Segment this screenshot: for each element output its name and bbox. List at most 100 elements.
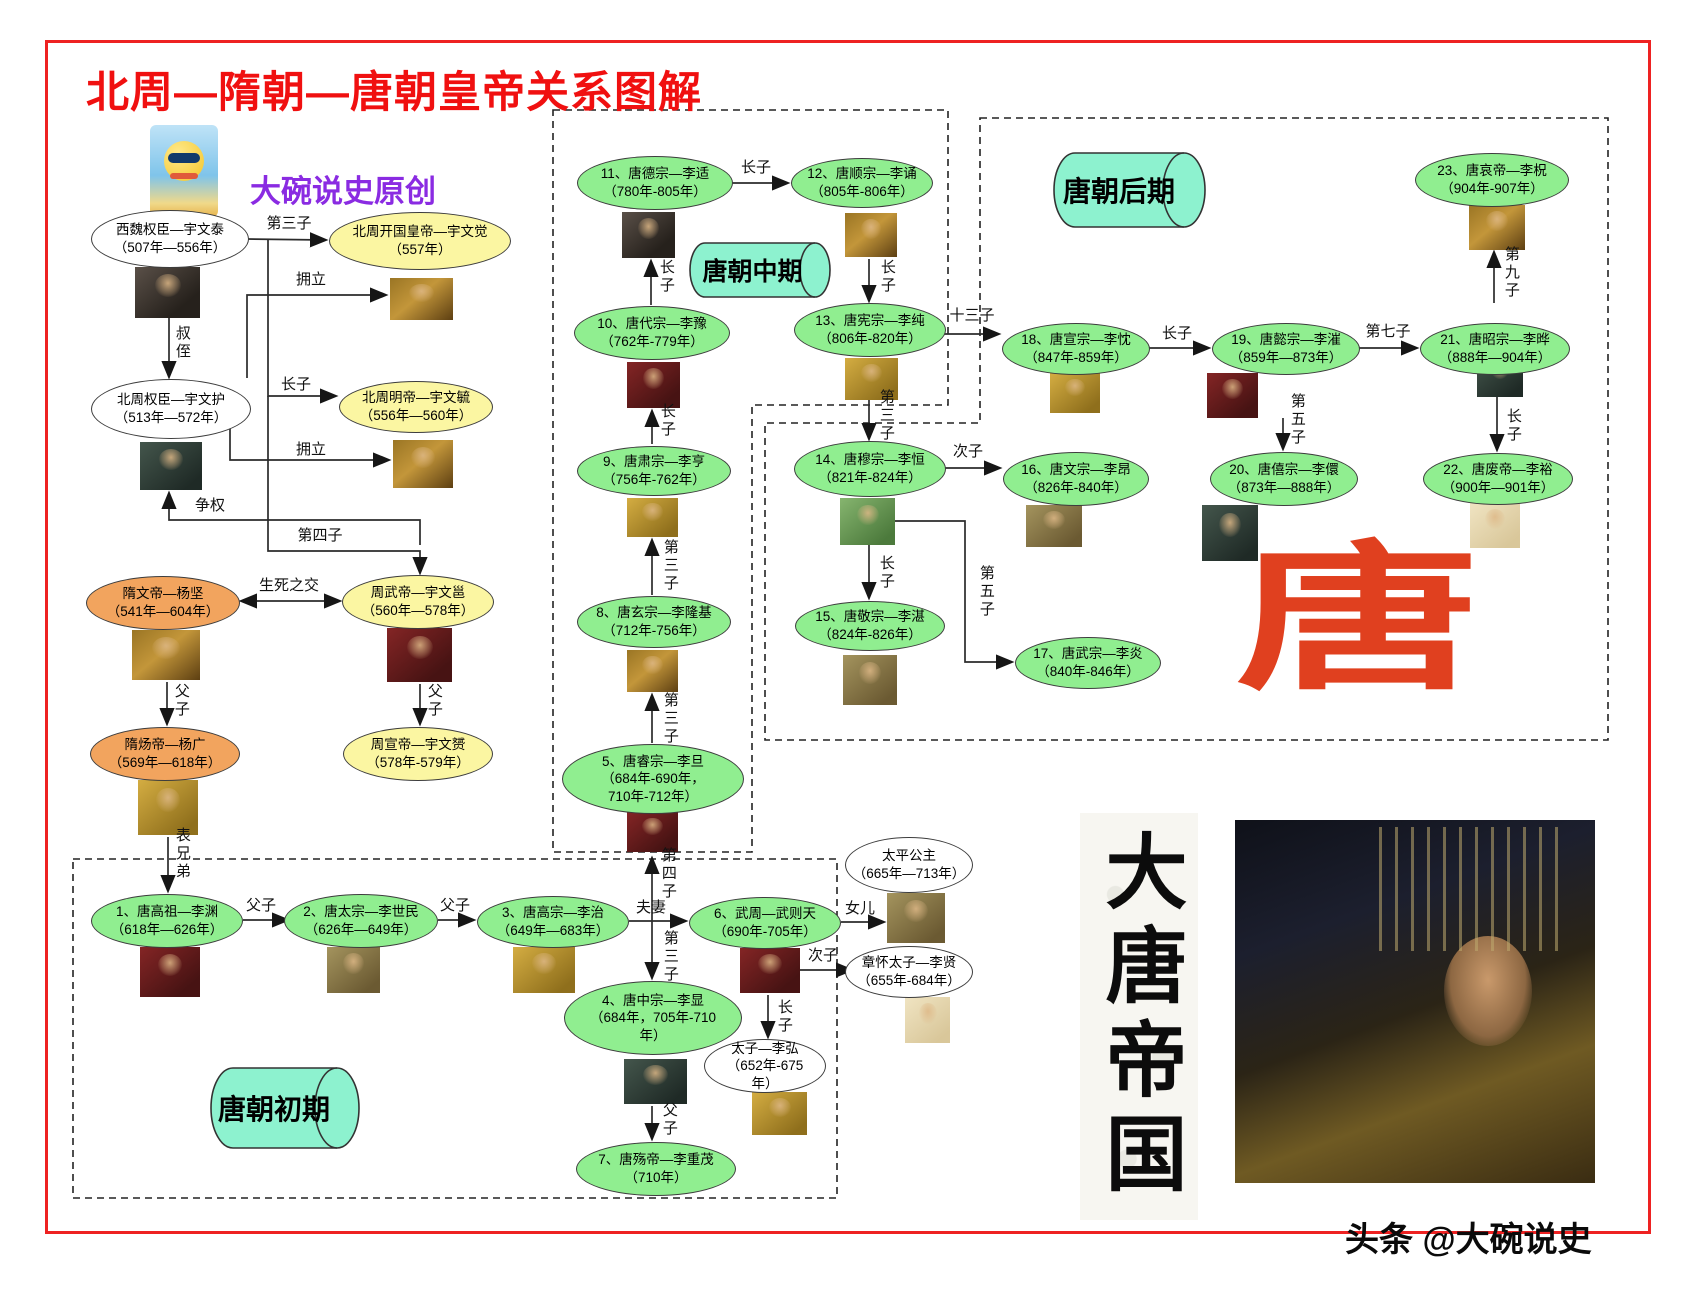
late-tang-box [764,117,1609,741]
node-tang18-line1: （847年-859年） [1024,350,1128,365]
portrait-lidan [627,812,678,852]
node-yuwenyun-line1: （578年-579年） [366,755,470,770]
portrait-yuwentai [135,267,200,318]
node-tang04-line0: 4、唐中宗—李显 [601,992,704,1008]
node-tang07: 7、唐殇帝—李重茂（710年） [576,1142,736,1196]
edge-label-33: 第五子 [1288,393,1306,447]
edge-label-8: 父子 [172,683,190,719]
page-title: 北周—隋朝—唐朝皇帝关系图解 [86,69,702,117]
portrait-wuzetian [740,948,800,993]
node-tang21-line0: 21、唐昭宗—李晔 [1440,332,1550,348]
node-tang11-line1: （780年-805年） [603,184,707,199]
node-tang23-line1: （904年-907年） [1440,181,1544,196]
edge-label-19: 父子 [660,1102,678,1138]
node-tang17-line1: （840年-846年） [1036,664,1140,679]
node-tang19-line0: 19、唐懿宗—李漼 [1231,332,1341,348]
node-tang15-line0: 15、唐敬宗—李湛 [815,609,925,625]
node-tang20-line1: （873年—888年） [1227,480,1341,495]
edge-label-20: 长子 [740,159,772,177]
cylinder-early-tang-label: 唐朝初期 [217,1094,330,1125]
node-zhanghuai: 章怀太子—李贤（655年-684年） [845,946,973,998]
node-tang04-line2: 年） [639,1027,667,1043]
node-tang13: 13、唐宪宗—李纯（806年-820年） [794,303,946,357]
portrait-liang [1026,505,1082,547]
node-tang15: 15、唐敬宗—李湛（824年-826年） [795,601,945,651]
edge-label-15: 次子 [807,947,839,965]
edge-label-24: 第三子 [661,539,679,593]
portrait-lisong [845,213,897,257]
node-tang14-line1: （821年-824年） [818,470,922,485]
node-yuwenyong-line0: 周武帝—宇文邕 [370,585,466,601]
edge-label-4: 拥立 [295,441,327,459]
portrait-liyu-feidi [1470,503,1520,548]
portrait-lichen [1050,373,1100,413]
node-yangguang-line0: 隋炀帝—杨广 [124,737,206,753]
portrait-yuwenjue [390,278,453,320]
tang-seal-glyph: 唐 [1235,527,1481,712]
node-tang06: 6、武周—武则天（690年-705年） [689,897,841,949]
node-tang22-line1: （900年—901年） [1441,480,1555,495]
node-yangguang-line1: （569年—618年） [108,755,222,770]
portrait-lilongji [627,650,678,692]
portrait-lichun [845,358,898,400]
edge-label-27: 长子 [1161,325,1193,343]
node-zhanghuai-line0: 章怀太子—李贤 [861,955,957,971]
node-yuwenyu-line0: 北周明帝—宇文毓 [362,390,470,406]
node-lihong-line2: 年） [751,1075,779,1091]
watermark-text: 头条 @大碗说史 [1345,1221,1592,1259]
node-tang08-line1: （712年-756年） [602,623,706,638]
node-tang02-line0: 2、唐太宗—李世民 [303,904,419,920]
node-tang09-line0: 9、唐肃宗—李亨 [602,454,705,470]
portrait-taiping [887,893,945,943]
node-tang04-line1: （684年，705年-710 [589,1010,717,1026]
edge-5 [267,396,428,576]
node-tang23-line0: 23、唐哀帝—李柷 [1437,163,1547,179]
edge-label-25: 第三子 [661,692,679,746]
portrait-lixuan [1202,505,1258,561]
node-tang02-line1: （626年—649年） [304,922,418,937]
edge-label-30: 次子 [952,443,984,461]
node-yangjian-line0: 隋文帝—杨坚 [122,586,204,602]
early-tang-box [72,858,838,1199]
node-tang05-line1: （684年-690年， [601,771,705,787]
edge-label-18: 第四子 [659,847,677,901]
node-yuwenyun-line0: 周宣帝—宇文赟 [370,737,466,753]
portrait-licui [1207,373,1258,418]
node-tang07-line0: 7、唐殇帝—李重茂 [598,1152,714,1168]
node-yuwenjue-line0: 北周开国皇帝—宇文觉 [352,224,488,240]
node-tang12-line0: 12、唐顺宗—李诵 [807,166,917,182]
edge-label-1: 拥立 [295,271,327,289]
node-tang14: 14、唐穆宗—李恒（821年-824年） [794,441,946,497]
node-tang01-line0: 1、唐高祖—李渊 [115,904,218,920]
node-yuwenhu: 北周权臣—宇文护（513年—572年） [91,379,251,439]
node-tang23: 23、唐哀帝—李柷 （904年-907年） [1415,153,1569,207]
node-tang06-line0: 6、武周—武则天 [713,906,816,922]
node-tang22-line0: 22、唐废帝—李裕 [1443,462,1553,478]
portrait-lizhi [513,947,575,993]
edge-label-14: 女儿 [844,900,876,918]
brand-logo-icon [150,125,218,217]
edge-6 [161,490,421,545]
node-tang08-line0: 8、唐玄宗—李隆基 [596,605,712,621]
edge-label-28: 第七子 [1365,323,1411,341]
node-tang02: 2、唐太宗—李世民 （626年—649年） [284,894,438,948]
portrait-yuwenhu [140,442,202,490]
edge-label-12: 父子 [439,897,471,915]
node-tang16: 16、唐文宗—李昂（826年-840年） [1003,452,1149,506]
red-border-frame [45,40,1651,1234]
portrait-lihong [752,1092,807,1135]
edge-label-35: 长子 [1504,408,1522,444]
node-tang03: 3、唐高宗—李治（649年—683年） [477,896,629,948]
portrait-lizhu [1469,205,1525,250]
node-tang09-line1: （756年-762年） [602,472,706,487]
emperor-photo [1235,820,1595,1183]
node-yuwenhu-line1: （513年—572年） [114,410,228,425]
node-yuwentai-line1: （507年—556年） [113,240,227,255]
node-tang22: 22、唐废帝—李裕 （900年—901年） [1423,453,1573,505]
node-taiping-line0: 太平公主 [882,848,936,864]
edge-label-32: 第五子 [977,565,995,619]
edge-label-21: 长子 [878,259,896,295]
node-tang16-line0: 16、唐文宗—李昂 [1021,462,1131,478]
